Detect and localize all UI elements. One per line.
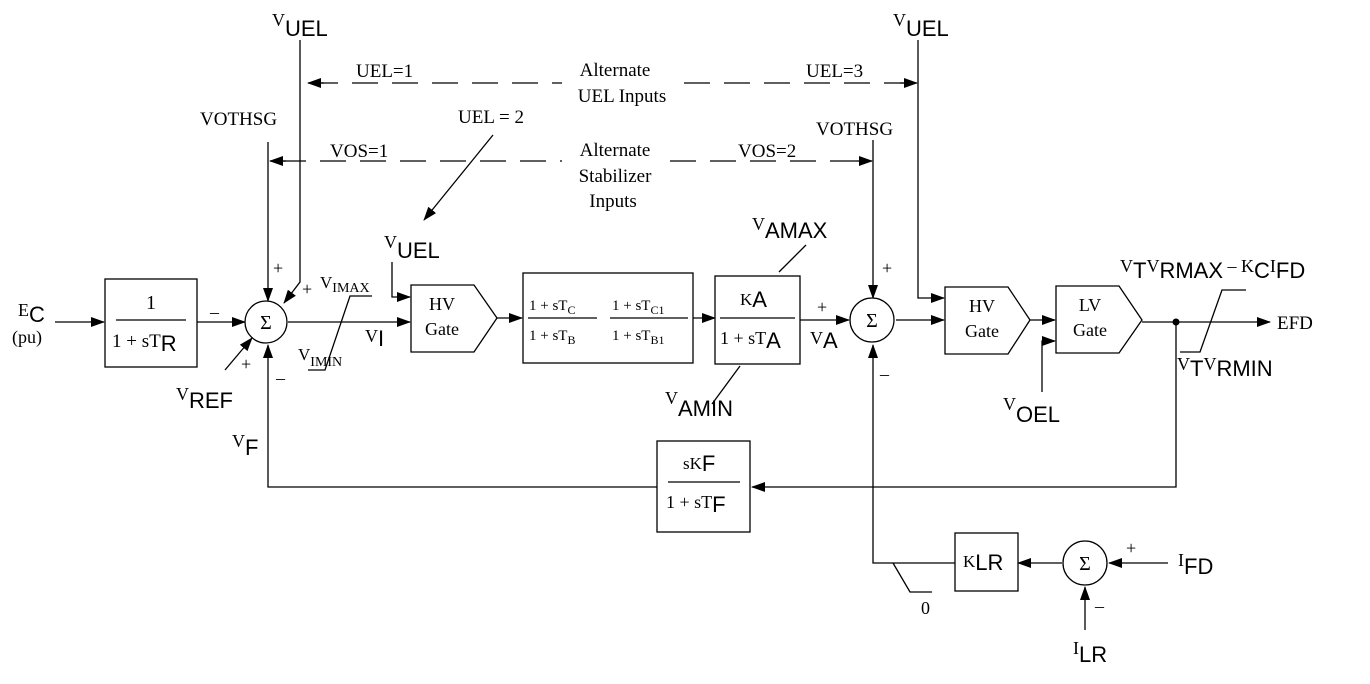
va-label: VA — [810, 328, 838, 353]
alt-stab-line1: Alternate — [580, 140, 651, 161]
voel-label: VOEL — [1003, 394, 1060, 427]
efd-label: EFD — [1277, 313, 1313, 334]
amplifier-den: 1 + sTA — [720, 328, 781, 353]
lead-num-2: 1 + sTC1 — [612, 298, 664, 317]
transducer-block: 1 1 + sTR — [104, 278, 198, 368]
klr-block: KLR — [954, 532, 1019, 592]
vothsg-right-label: VOTHSG — [816, 119, 893, 140]
lv-gate-line1: LV — [1079, 295, 1101, 315]
uel2-label: UEL = 2 — [458, 107, 524, 128]
ifd-label: IFD — [1178, 550, 1213, 579]
hv-gate-2-line2: Gate — [965, 321, 999, 341]
dashed-alternate-lines — [269, 78, 918, 166]
hv-gate-1-line2: Gate — [425, 319, 459, 339]
summer-2-symbol: Σ — [866, 310, 878, 332]
sign-minus-vf: – — [275, 368, 286, 388]
vos1-label: VOS=1 — [330, 141, 388, 162]
sign-plus-vothsg-left: + — [273, 258, 283, 278]
vi-label: VI — [365, 326, 384, 351]
vrmax-label: VTVRMAX – KCIFD — [1120, 256, 1305, 283]
ilr-label: ILR — [1073, 638, 1107, 667]
sign-plus-va: + — [817, 297, 827, 317]
amplifier-num: KA — [740, 287, 767, 312]
vuel-right-label: VUEL — [893, 10, 949, 41]
zero-limit-label: 0 — [921, 598, 930, 618]
summer-3: Σ — [1062, 540, 1108, 586]
alt-stab-line3: Inputs — [589, 191, 637, 212]
feedback-block: sKF 1 + sTF — [656, 440, 751, 533]
ec-label: EC — [18, 300, 45, 327]
sign-plus-vothsg-right: + — [882, 258, 892, 278]
lv-gate: LV Gate — [1055, 285, 1143, 354]
transducer-num: 1 — [146, 292, 156, 314]
klr-label: KLR — [963, 550, 1003, 575]
alt-uel-line2: UEL Inputs — [578, 86, 666, 107]
summer-3-symbol: Σ — [1079, 553, 1091, 575]
vos2-label: VOS=2 — [738, 141, 796, 162]
vothsg-left-label: VOTHSG — [200, 109, 277, 130]
sign-plus-ifd: + — [1126, 538, 1136, 558]
vamin-label: VAMIN — [665, 388, 733, 421]
lv-gate-line2: Gate — [1073, 320, 1107, 340]
vuel-left-label: VUEL — [272, 10, 328, 41]
vuel-mid-label: VUEL — [384, 232, 440, 263]
vf-label: VF — [232, 431, 258, 460]
hv-gate-2-line1: HV — [969, 296, 995, 316]
vrmin-label: VTVRMIN — [1177, 354, 1273, 381]
vamax-label: VAMAX — [752, 214, 828, 243]
sign-minus-klr: – — [879, 364, 890, 384]
uel1-label: UEL=1 — [356, 61, 413, 82]
signal-labels: EC (pu) VUEL VUEL VUEL VOTHSG VOTHSG UEL… — [12, 10, 1313, 667]
feedback-den: 1 + sTF — [666, 492, 726, 517]
amplifier-block: KA 1 + sTA — [714, 275, 801, 365]
sign-plus-vuel-left: + — [302, 279, 312, 299]
signal-wires — [55, 40, 1271, 630]
lag-den-1: 1 + sTB — [529, 328, 575, 347]
transducer-den: 1 + sTR — [112, 331, 177, 356]
hv-gate-2: HV Gate — [944, 286, 1031, 355]
sum-signs: – + + + – + + – + – — [209, 258, 1136, 616]
summer-2: Σ — [849, 297, 895, 343]
summer-1-symbol: Σ — [260, 312, 272, 334]
hv-gate-1: HV Gate — [410, 284, 498, 353]
lead-num-1: 1 + sTC — [529, 298, 575, 317]
summer-1: Σ — [244, 300, 288, 344]
feedback-num: sKF — [683, 451, 715, 476]
uel3-label: UEL=3 — [806, 61, 863, 82]
vref-label: VREF — [176, 384, 233, 413]
alt-uel-line1: Alternate — [580, 60, 651, 81]
ec-unit: (pu) — [12, 327, 42, 348]
vimax-label: VIMAX — [320, 273, 370, 296]
sign-minus-transducer: – — [209, 302, 220, 322]
lag-den-2: 1 + sTB1 — [612, 328, 664, 347]
vimin-label: VIMIN — [298, 345, 342, 370]
hv-gate-1-line1: HV — [429, 294, 455, 314]
sign-minus-ilr: – — [1094, 596, 1105, 616]
alt-stab-line2: Stabilizer — [579, 166, 652, 187]
sign-plus-vref: + — [241, 354, 251, 374]
lead-lag-block: 1 + sTC 1 + sTB 1 + sTC1 1 + sTB1 — [522, 272, 694, 364]
